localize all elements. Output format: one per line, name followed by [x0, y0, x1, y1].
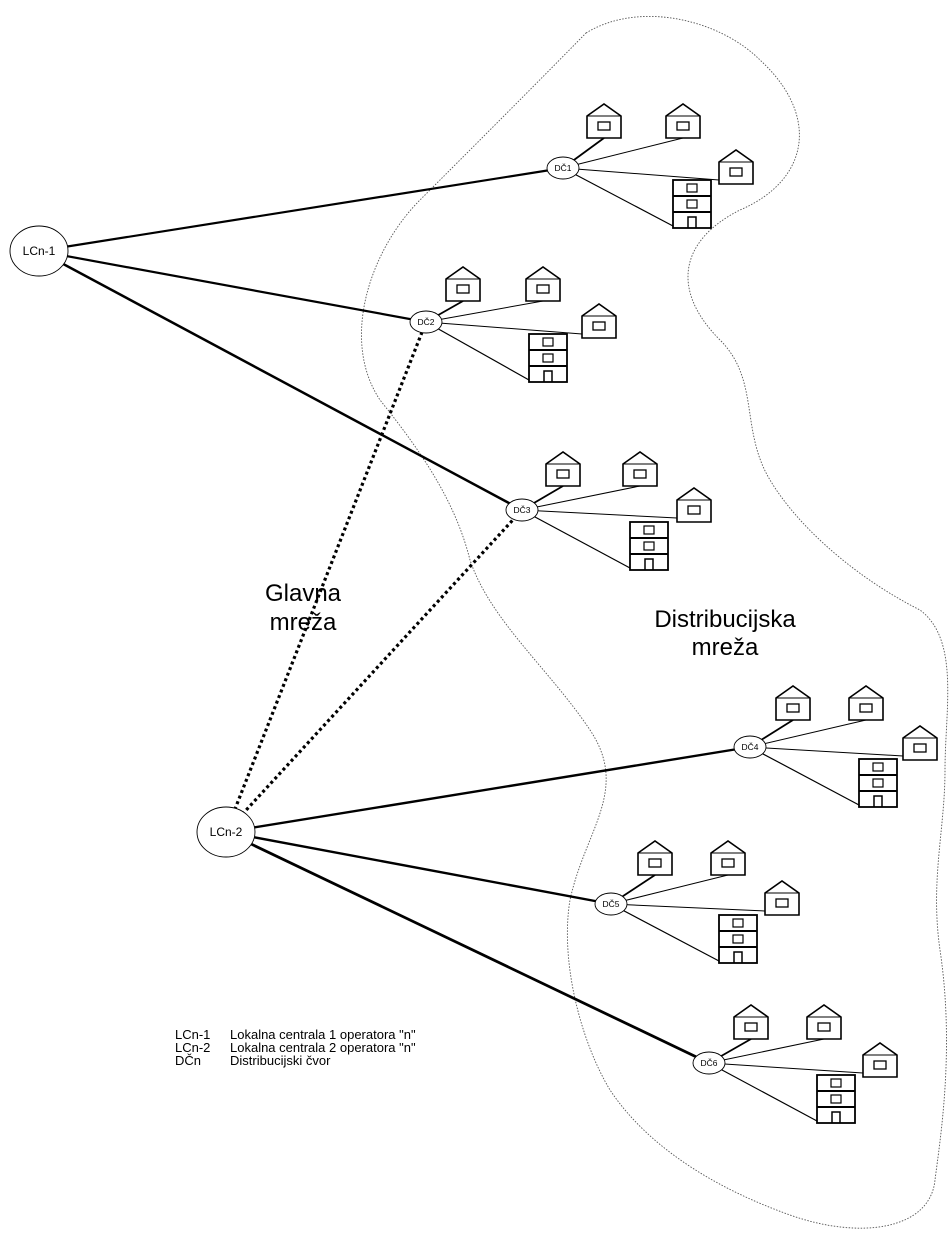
local-central-lcn-2: LCn-2 [196, 806, 256, 858]
local-central-lcn-1: LCn-1 [9, 225, 69, 277]
node-label: DČ5 [602, 899, 619, 909]
link-lc2-dc4 [225, 745, 751, 834]
subscriber-line [562, 137, 684, 169]
subscriber-line [425, 321, 583, 335]
link-lc2-dc2-dotted [224, 321, 428, 833]
apartment-building-icon [629, 521, 669, 571]
subscriber-line [521, 485, 641, 511]
node-label: DČ6 [700, 1058, 717, 1068]
subscriber-line [749, 746, 904, 757]
house-icon [764, 880, 800, 916]
node-label: DČ1 [554, 163, 571, 173]
house-icon [848, 685, 884, 721]
subscriber-line [521, 509, 631, 569]
subscriber-line [610, 874, 729, 905]
house-icon [733, 1004, 769, 1040]
node-label: DČ3 [513, 505, 530, 515]
house-icon [622, 451, 658, 487]
subscriber-line [521, 509, 678, 519]
distribution-network-label-line1: Distribucijska [654, 606, 796, 633]
subscriber-line [708, 1062, 818, 1122]
distribution-network-label-line2: mreža [692, 634, 759, 661]
subscriber-line [708, 1038, 825, 1064]
central-label: LCn-1 [23, 244, 56, 258]
house-icon [665, 103, 701, 139]
node-label: DČ2 [417, 317, 434, 327]
house-icon [775, 685, 811, 721]
main-network-label-line1: Glavna [265, 580, 342, 607]
distribution-node-dc1: DČ1 [546, 156, 580, 180]
main-network-label-line2: mreža [270, 609, 337, 636]
subscriber-line [425, 300, 544, 323]
house-icon [445, 266, 481, 302]
link-lc1-dc2 [38, 249, 427, 324]
apartment-building-icon [528, 333, 568, 383]
house-icon [637, 840, 673, 876]
house-icon [902, 725, 938, 761]
legend-text: Lokalna centrala 1 operatora "n" [230, 1027, 416, 1042]
apartment-building-icon [858, 758, 898, 808]
subscriber-line [562, 167, 720, 181]
subscriber-line [708, 1062, 864, 1074]
subscriber-line [610, 903, 766, 912]
apartment-building-icon [718, 914, 758, 964]
distribution-node-dc2: DČ2 [409, 310, 443, 334]
legend-code: LCn-2 [175, 1040, 210, 1055]
apartment-building-icon [672, 179, 712, 229]
node-label: DČ4 [741, 742, 758, 752]
house-icon [806, 1004, 842, 1040]
house-icon [862, 1042, 898, 1078]
house-icon [545, 451, 581, 487]
legend-code: LCn-1 [175, 1027, 210, 1042]
link-lc1-dc3 [38, 249, 523, 512]
legend: LCn-1 Lokalna centrala 1 operatora "n" L… [175, 1027, 416, 1068]
subscriber-line [562, 167, 674, 227]
distribution-node-dc3: DČ3 [505, 498, 539, 522]
link-lc1-dc1 [38, 166, 564, 253]
subscriber-line [610, 903, 720, 962]
house-icon [676, 487, 712, 523]
legend-code: DČn [175, 1053, 201, 1068]
apartment-building-icon [816, 1074, 856, 1124]
subscriber-line [425, 321, 530, 381]
distribution-node-dc5: DČ5 [594, 892, 628, 916]
link-lc2-dc5 [225, 830, 612, 906]
central-label: LCn-2 [210, 825, 243, 839]
house-icon [718, 149, 754, 185]
house-icon [710, 840, 746, 876]
house-icon [586, 103, 622, 139]
subscriber-line [749, 746, 860, 806]
distribution-node-dc6: DČ6 [692, 1051, 726, 1075]
house-icon [581, 303, 617, 339]
distribution-node-dc4: DČ4 [733, 735, 767, 759]
legend-text: Lokalna centrala 2 operatora "n" [230, 1040, 416, 1055]
legend-text: Distribucijski čvor [230, 1053, 331, 1068]
subscriber-line [749, 719, 867, 748]
link-lc2-dc3-dotted [224, 508, 524, 834]
link-lc2-dc6 [225, 830, 710, 1065]
house-icon [525, 266, 561, 302]
